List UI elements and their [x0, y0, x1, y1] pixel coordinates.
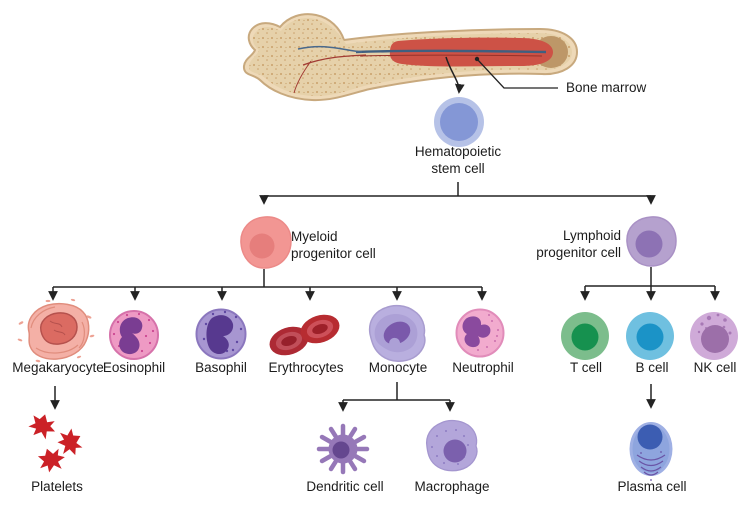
platelets-icon [26, 411, 88, 476]
neutrophil-label: Neutrophil [452, 360, 514, 375]
artery-branch-2 [293, 60, 312, 94]
neutrophil-icon [455, 308, 505, 358]
bone-marrow-pointer-line [476, 58, 558, 89]
lymphoid-progenitor-icon [626, 216, 677, 267]
eosinophil-label: Eosinophil [103, 360, 165, 375]
lymphoid-label-line1: Lymphoid [563, 228, 621, 243]
megakaryocyte-label: Megakaryocyte [12, 360, 104, 375]
bone-icon [242, 13, 579, 102]
hematopoietic-stem-cell-icon [434, 97, 484, 147]
myeloid-progenitor-icon [240, 216, 292, 269]
bone-marrow-label: Bone marrow [566, 80, 647, 95]
eosinophil-icon [109, 310, 159, 360]
plasma-cell-icon [629, 422, 673, 481]
hsc-label-line1: Hematopoietic [415, 144, 502, 159]
b-cell-icon [626, 312, 674, 360]
dendritic-cell-label: Dendritic cell [306, 479, 383, 494]
central-vein [355, 49, 547, 54]
dendritic-cell-icon [316, 423, 370, 475]
t-cell-icon [561, 312, 609, 360]
erythrocytes-label: Erythrocytes [268, 360, 343, 375]
platelets-label: Platelets [31, 479, 83, 494]
lymphoid-label-line2: progenitor cell [536, 245, 621, 260]
t-cell-label: T cell [570, 360, 602, 375]
monocyte-label: Monocyte [369, 360, 428, 375]
marrow-to-stemcell-arrow [445, 56, 465, 94]
erythrocytes-icon [269, 314, 340, 356]
b-cell-label: B cell [635, 360, 668, 375]
nk-cell-label: NK cell [694, 360, 737, 375]
myeloid-label-line1: Myeloid [291, 229, 338, 244]
macrophage-icon [425, 419, 478, 472]
macrophage-label: Macrophage [414, 479, 489, 494]
hsc-label-line2: stem cell [431, 161, 484, 176]
nk-cell-icon [690, 312, 738, 360]
central-artery [359, 54, 543, 57]
basophil-icon [195, 308, 247, 360]
vein-branch [297, 45, 363, 53]
monocyte-icon [368, 304, 426, 362]
basophil-label: Basophil [195, 360, 247, 375]
megakaryocyte-icon [17, 298, 95, 363]
plasma-cell-label: Plasma cell [617, 479, 686, 494]
myeloid-label-line2: progenitor cell [291, 246, 376, 261]
